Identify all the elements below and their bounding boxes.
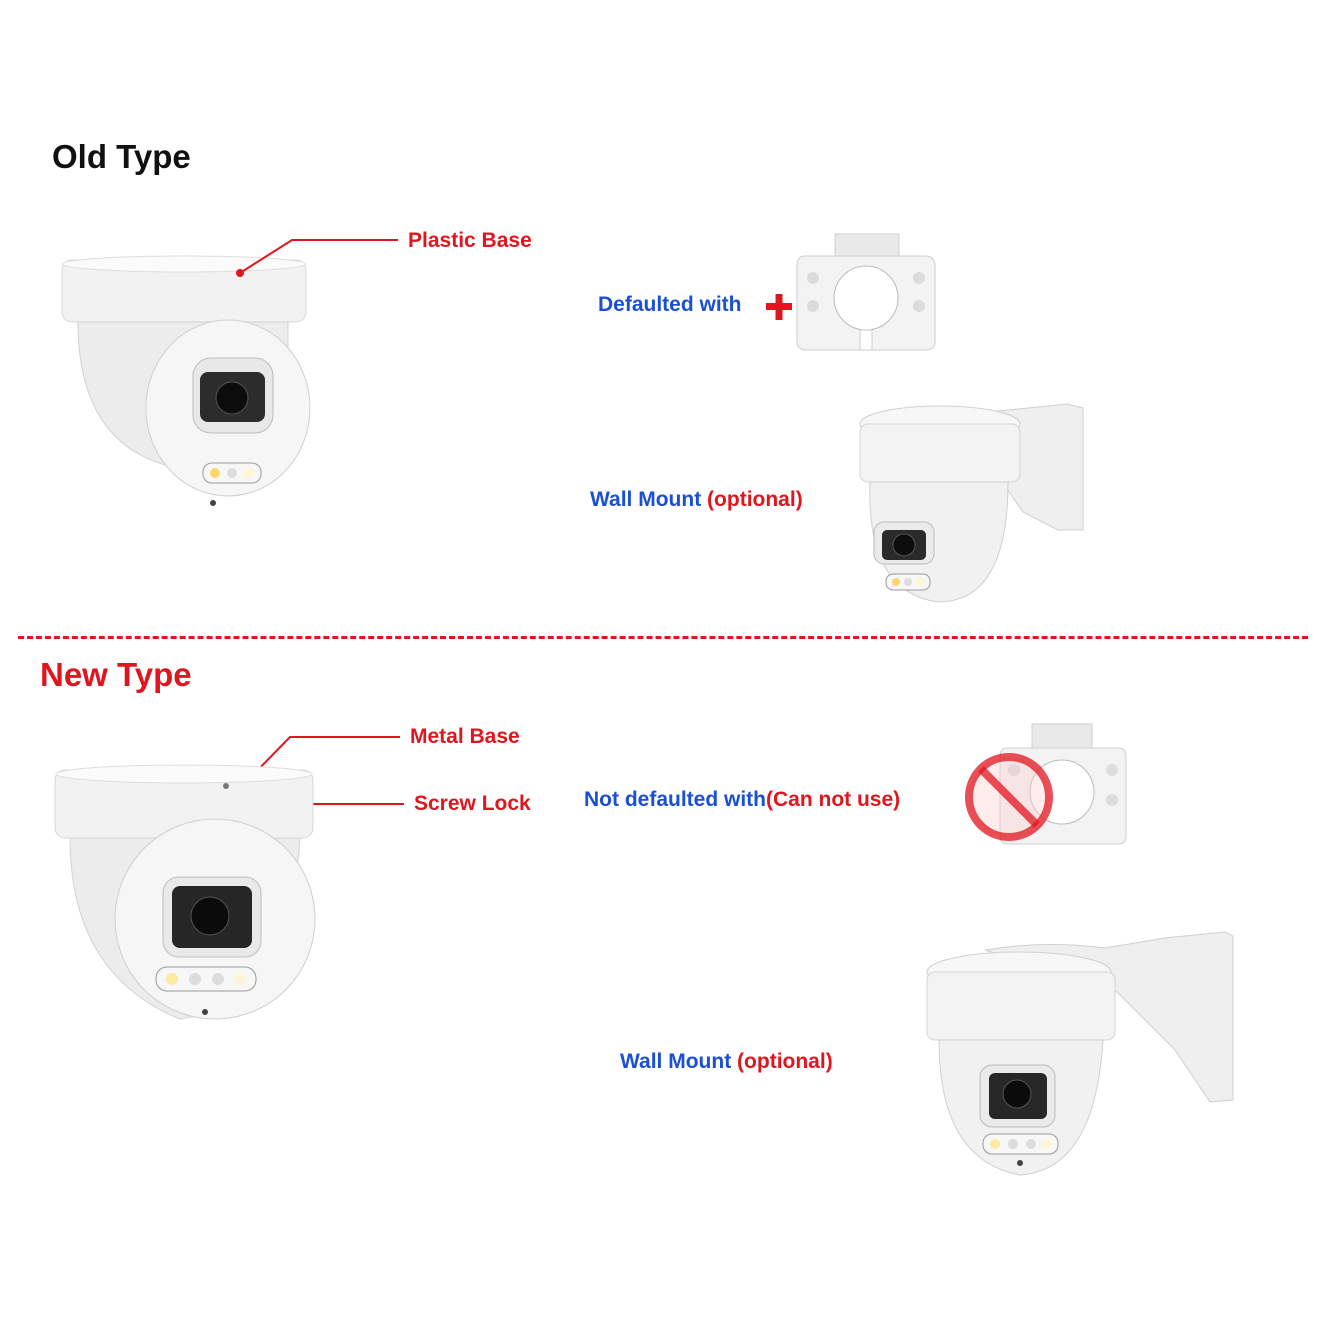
- cannot-use-note: (Can not use): [766, 788, 901, 811]
- prohibited-icon: [965, 753, 1053, 841]
- new-wall-mount-camera-image: [926, 931, 1234, 1176]
- old-wall-mount-optional: (optional): [707, 488, 803, 511]
- defaulted-with-text: Defaulted with: [598, 293, 742, 316]
- plus-icon: [766, 294, 792, 320]
- new-wall-mount-label: Wall Mount: [620, 1050, 732, 1073]
- section-divider: [18, 636, 1308, 639]
- old-wall-mount-text: Wall Mount (optional): [590, 488, 803, 512]
- plastic-base-label: Plastic Base: [408, 229, 532, 252]
- old-wall-mount-camera-image: [859, 403, 1084, 603]
- old-dome-camera-image: [61, 255, 311, 506]
- screw-lock-label: Screw Lock: [414, 792, 531, 815]
- old-wall-mount-label: Wall Mount: [590, 488, 702, 511]
- new-dome-camera-image: [54, 764, 316, 1020]
- metal-base-label: Metal Base: [410, 725, 520, 748]
- adapter-plate-image: [796, 233, 936, 351]
- new-wall-mount-text: Wall Mount (optional): [620, 1050, 833, 1074]
- new-wall-mount-optional: (optional): [737, 1050, 833, 1073]
- new-type-title: New Type: [40, 656, 192, 693]
- old-type-title: Old Type: [52, 138, 191, 175]
- not-defaulted-label: Not defaulted with: [584, 788, 766, 811]
- not-defaulted-text: Not defaulted with(Can not use): [584, 788, 900, 812]
